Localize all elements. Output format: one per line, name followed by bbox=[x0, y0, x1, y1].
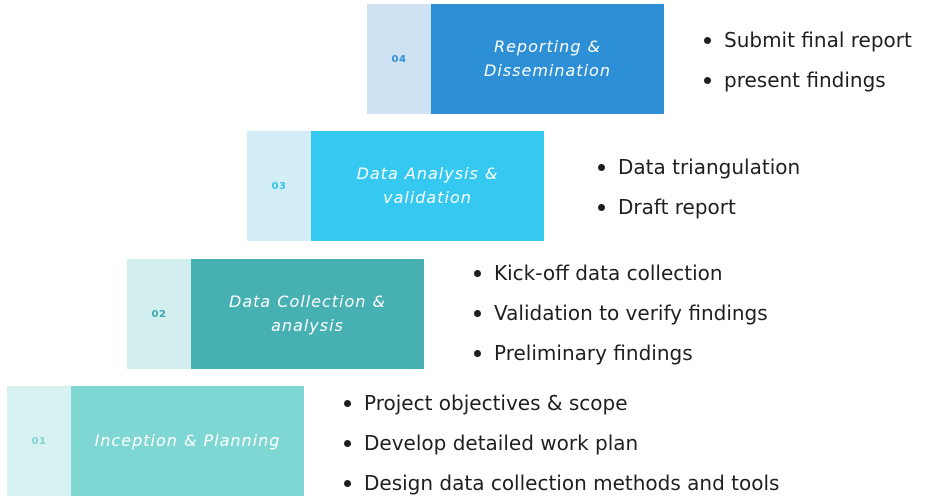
bullet-item: Data triangulation bbox=[596, 147, 800, 187]
step-02-bullet-list: Kick-off data collection Validation to v… bbox=[472, 253, 768, 373]
bullet-text: Submit final report bbox=[724, 28, 912, 52]
bullet-text: Kick-off data collection bbox=[494, 261, 723, 285]
bullet-dot-icon bbox=[344, 440, 351, 447]
bullet-dot-icon bbox=[474, 350, 481, 357]
step-01-block: 01 Inception & Planning bbox=[7, 386, 304, 496]
bullet-dot-icon bbox=[474, 310, 481, 317]
bullet-dot-icon bbox=[598, 164, 605, 171]
step-04-block: 04 Reporting & Dissemination bbox=[367, 4, 664, 114]
bullet-text: Project objectives & scope bbox=[364, 391, 628, 415]
step-04-number: 04 bbox=[367, 4, 431, 114]
bullet-item: Validation to verify findings bbox=[472, 293, 768, 333]
bullet-text: Develop detailed work plan bbox=[364, 431, 639, 455]
step-01-bullet-list: Project objectives & scope Develop detai… bbox=[342, 383, 779, 500]
step-04-title: Reporting & Dissemination bbox=[431, 4, 664, 114]
bullet-dot-icon bbox=[598, 204, 605, 211]
step-01-number: 01 bbox=[7, 386, 71, 496]
bullet-item: Project objectives & scope bbox=[342, 383, 779, 423]
bullet-dot-icon bbox=[344, 400, 351, 407]
bullet-text: Preliminary findings bbox=[494, 341, 693, 365]
step-02-title: Data Collection & analysis bbox=[191, 259, 424, 369]
bullet-text: present findings bbox=[724, 68, 886, 92]
step-03-title: Data Analysis & validation bbox=[311, 131, 544, 241]
bullet-item: Kick-off data collection bbox=[472, 253, 768, 293]
bullet-text: Draft report bbox=[618, 195, 736, 219]
step-02-block: 02 Data Collection & analysis bbox=[127, 259, 424, 369]
bullet-item: present findings bbox=[702, 60, 912, 100]
step-03-number: 03 bbox=[247, 131, 311, 241]
bullet-item: Draft report bbox=[596, 187, 800, 227]
bullet-item: Develop detailed work plan bbox=[342, 423, 779, 463]
step-04-bullet-list: Submit final report present findings bbox=[702, 20, 912, 100]
bullet-item: Design data collection methods and tools bbox=[342, 463, 779, 500]
bullet-dot-icon bbox=[474, 270, 481, 277]
bullet-item: Preliminary findings bbox=[472, 333, 768, 373]
step-01-title: Inception & Planning bbox=[71, 386, 304, 496]
bullet-text: Design data collection methods and tools bbox=[364, 471, 780, 495]
bullet-dot-icon bbox=[344, 480, 351, 487]
step-02-number: 02 bbox=[127, 259, 191, 369]
bullet-dot-icon bbox=[704, 37, 711, 44]
step-03-bullet-list: Data triangulation Draft report bbox=[596, 147, 800, 227]
step-03-block: 03 Data Analysis & validation bbox=[247, 131, 544, 241]
bullet-dot-icon bbox=[704, 77, 711, 84]
bullet-item: Submit final report bbox=[702, 20, 912, 60]
bullet-text: Data triangulation bbox=[618, 155, 801, 179]
bullet-text: Validation to verify findings bbox=[494, 301, 768, 325]
